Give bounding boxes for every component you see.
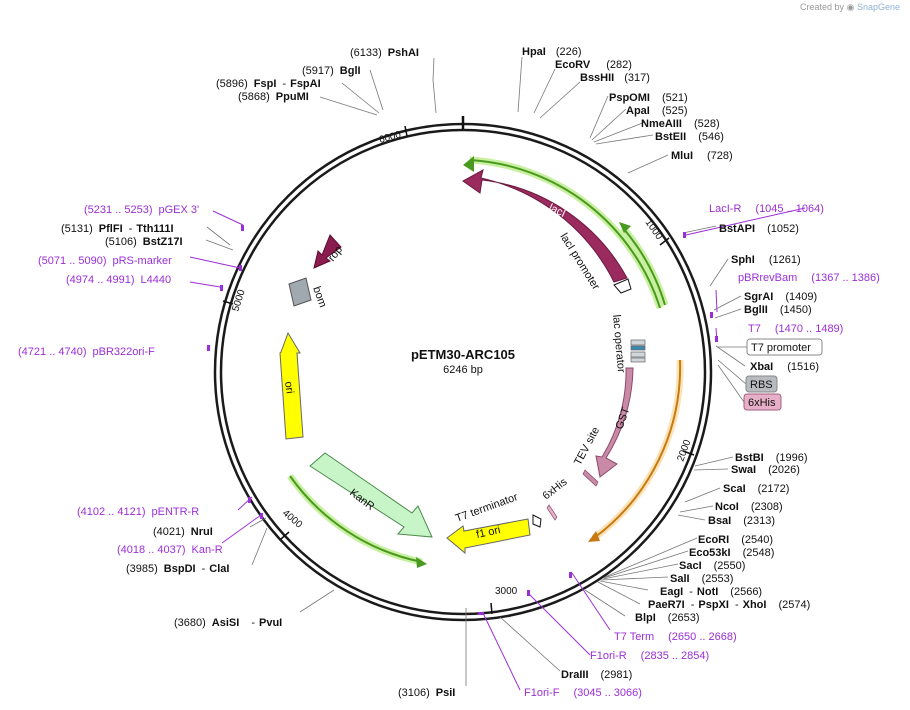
site-pspomi: PspOMI(521): [609, 92, 688, 104]
feature-ori: [279, 331, 304, 440]
primer-l4440: (4974 .. 4991)L4440: [66, 274, 171, 286]
site-bstz17i: (5106)BstZ17I: [105, 236, 183, 248]
site-bgli: (5917)BglI: [302, 65, 361, 77]
orf-arrow-lacI: [463, 156, 474, 172]
primer-pbrrevbam: pBRrevBam(1367 .. 1386): [738, 272, 880, 284]
site-bglii: BglII(1450): [744, 304, 812, 316]
site-scai: ScaI(2172): [723, 483, 789, 495]
site-eagi: EagI-NotI(2566): [660, 586, 762, 598]
tick-1000: 1000: [643, 217, 670, 246]
svg-text:4000: 4000: [280, 508, 304, 531]
plasmid-name: pETM30-ARC105: [411, 347, 515, 362]
primer-f1ori-r: F1ori-R(2835 .. 2854): [590, 650, 709, 662]
snapgene-brand: Created by ◉ SnapGene: [800, 2, 900, 12]
site-ncoi: NcoI(2308): [715, 501, 783, 513]
enzyme-labels: (6133)PshAI (5917)BglI (5896)FspI-FspAI …: [61, 46, 819, 699]
feature-t7-terminator: [532, 514, 542, 528]
site-draiii: DraIII(2981): [561, 669, 632, 681]
primer-pentr-r: (4102 .. 4121)pENTR-R: [77, 506, 199, 518]
primer-laci-r: LacI-R(1045 .. 1064): [709, 203, 824, 215]
snapgene-logo-icon: ◉: [846, 2, 855, 12]
feature-gst-label: GST: [614, 405, 633, 431]
primer-t7term: T7 Term(2650 .. 2668): [614, 631, 737, 643]
tick-6000: 6000: [378, 125, 408, 146]
site-pflfi: (5131)PflFI-Tth111I: [61, 223, 174, 235]
box-rbs: RBS: [717, 359, 778, 393]
site-psii: (3106)PsiI: [398, 687, 455, 699]
site-bstapi: BstAPI(1052): [719, 223, 799, 235]
feature-t7-terminator-label: T7 terminator: [454, 491, 520, 525]
tick-3000: 3000: [490, 586, 518, 615]
site-nrui: (4021)NruI: [153, 526, 213, 538]
site-bsteii: BstEII(546): [655, 131, 724, 143]
site-asisi: (3680)AsiSI-PvuI: [174, 617, 282, 629]
site-saci: SacI(2550): [679, 560, 745, 572]
feature-lac-operator-label: lac operator: [610, 314, 627, 373]
svg-text:RBS: RBS: [750, 379, 773, 391]
primer-f1ori-f: F1ori-F(3045 .. 3066): [524, 687, 642, 699]
feature-bom-label: bom: [310, 285, 329, 309]
svg-text:3000: 3000: [495, 586, 518, 597]
site-nmeaiii: NmeAIII(528): [641, 118, 720, 130]
site-hpai: HpaI(226): [522, 46, 582, 58]
feature-gst: [595, 367, 634, 478]
site-mlui: MluI(728): [671, 150, 733, 162]
site-xbai: XbaI(1516): [750, 361, 819, 373]
svg-text:6000: 6000: [378, 129, 403, 145]
svg-text:6xHis: 6xHis: [748, 397, 776, 409]
primer-t7: T7(1470 .. 1489): [748, 323, 843, 335]
site-ecorv: EcoRV(282): [555, 59, 632, 71]
primer-ticks: [207, 225, 718, 615]
feature-lac-operator: [630, 339, 646, 363]
site-pshai: (6133)PshAI: [350, 47, 419, 59]
feature-laci-promoter: [613, 278, 632, 294]
primer-pbr322ori-f: (4721 .. 4740)pBR322ori-F: [18, 346, 155, 358]
primer-prs-marker: (5071 .. 5090)pRS-marker: [38, 255, 172, 267]
primer-pgex3: (5231 .. 5253)pGEX 3': [84, 204, 199, 216]
site-blpi: BlpI(2653): [635, 612, 700, 624]
feature-ori-label: ori: [282, 381, 296, 395]
site-sgrai: SgrAI(1409): [744, 291, 817, 303]
site-sali: SalI(2553): [670, 573, 733, 585]
feature-f1-ori-arrow: [446, 518, 531, 555]
primer-labels: LacI-R(1045 .. 1064) pBRrevBam(1367 .. 1…: [18, 203, 880, 699]
site-ecori: EcoRI(2540): [698, 534, 773, 546]
site-eco53ki: Eco53kI(2548): [689, 547, 774, 559]
svg-text:5000: 5000: [230, 288, 247, 313]
site-bstbi: BstBI(1996): [735, 452, 808, 464]
feature-rop: [313, 234, 342, 269]
site-swai: SwaI(2026): [731, 464, 800, 476]
plasmid-size: 6246 bp: [443, 364, 483, 376]
feature-bom: [288, 277, 312, 307]
box-6xhis: 6xHis: [717, 364, 782, 411]
backbone-inner: [219, 128, 707, 616]
site-fspi: (5896)FspI-FspAI: [216, 78, 321, 90]
feature-lacI: [462, 169, 628, 283]
feature-f1-ori-label: f1 ori: [475, 524, 501, 541]
site-bsshii: BssHII(317): [580, 72, 650, 84]
site-ppumi: (5868)PpuMI: [238, 91, 309, 103]
leader-lines: [205, 56, 746, 686]
site-bspdi: (3985)BspDI-ClaI: [126, 563, 229, 575]
feature-6xhis: [546, 504, 558, 521]
site-sphi: SphI(1261): [731, 254, 801, 266]
box-t7-promoter: T7 promoter: [718, 338, 823, 356]
feature-kanr: [309, 452, 433, 538]
primer-kan-r: (4018 .. 4037)Kan-R: [117, 544, 223, 556]
feature-tev-site: [582, 469, 599, 487]
site-apai: ApaI(525): [626, 105, 688, 117]
svg-text:T7 promoter: T7 promoter: [751, 342, 811, 354]
site-bsai: BsaI(2313): [708, 515, 775, 527]
feature-6xhis-label: 6xHis: [540, 476, 569, 503]
site-paer7i: PaeR7I-PspXI-XhoI(2574): [648, 599, 810, 611]
primer-markers: [189, 207, 806, 691]
